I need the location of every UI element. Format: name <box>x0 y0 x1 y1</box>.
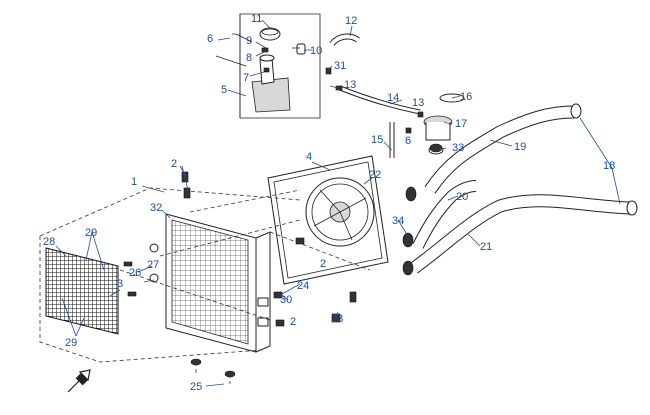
callout-13: 13 <box>344 79 356 91</box>
callout-2: 2 <box>290 316 296 328</box>
callout-30: 30 <box>280 294 292 306</box>
callout-7: 7 <box>243 72 249 84</box>
callout-24: 24 <box>297 280 309 292</box>
callout-3: 3 <box>117 278 123 290</box>
callout-33: 33 <box>452 142 464 154</box>
callout-15: 15 <box>371 134 383 146</box>
front-direction-arrow-icon <box>67 369 91 393</box>
fan-assembly <box>267 155 389 303</box>
callout-28: 28 <box>43 236 55 248</box>
callout-34: 34 <box>392 215 404 227</box>
radiator-core <box>165 213 271 378</box>
callout-29: 29 <box>85 227 97 239</box>
callout-6: 6 <box>207 33 213 45</box>
callout-10: 10 <box>310 45 322 57</box>
callout-20: 20 <box>456 191 468 203</box>
overflow-bottle-group <box>215 13 321 119</box>
callout-26: 26 <box>129 267 141 279</box>
callout-16: 16 <box>460 91 472 103</box>
callout-8: 8 <box>246 52 252 64</box>
callout-12: 12 <box>345 15 357 27</box>
callout-13: 13 <box>412 97 424 109</box>
leader-lines <box>55 19 621 387</box>
callout-9: 9 <box>246 35 252 47</box>
callout-22: 22 <box>369 169 381 181</box>
callout-23: 23 <box>331 313 343 325</box>
callout-18: 18 <box>603 160 615 172</box>
callout-25: 25 <box>190 381 202 393</box>
callout-11: 11 <box>251 13 262 25</box>
callout-labels: 1 2 2 2 3 4 5 6 6 7 8 9 10 11 12 13 13 1… <box>43 13 615 393</box>
callout-2: 2 <box>171 158 177 170</box>
callout-27: 27 <box>147 259 159 271</box>
callout-4: 4 <box>306 151 312 163</box>
callout-2: 2 <box>320 258 326 270</box>
callout-5: 5 <box>221 84 227 96</box>
callout-6: 6 <box>405 135 411 147</box>
callout-17: 17 <box>455 118 467 130</box>
callout-1: 1 <box>131 176 137 188</box>
callout-29: 29 <box>65 337 77 349</box>
callout-19: 19 <box>514 141 526 153</box>
callout-21: 21 <box>480 241 492 253</box>
callout-14: 14 <box>387 92 399 104</box>
callout-32: 32 <box>150 202 162 214</box>
callout-31: 31 <box>334 60 346 72</box>
hose-clamps <box>402 143 443 276</box>
radiator-mesh-screen <box>45 247 119 335</box>
